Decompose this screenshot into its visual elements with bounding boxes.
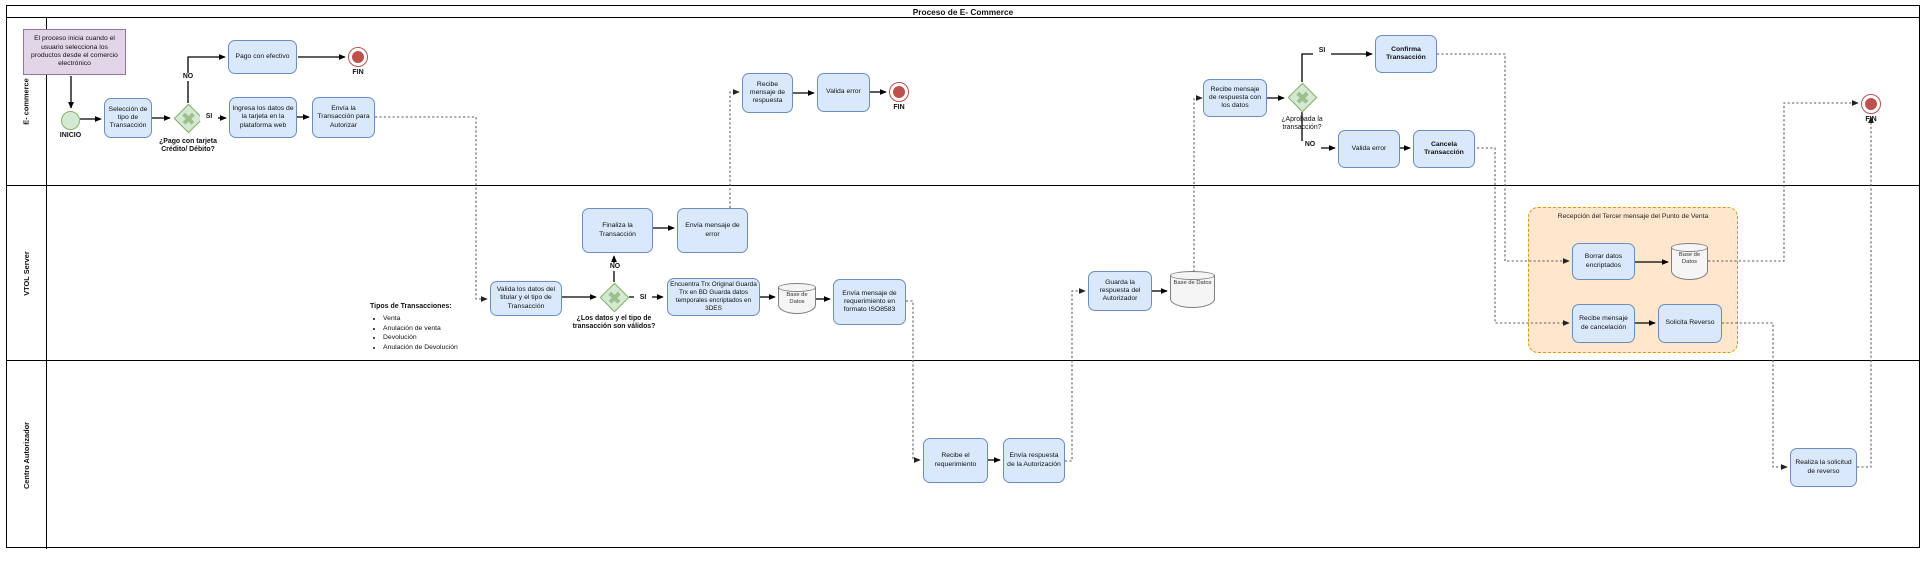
task-solicita-reverso: Solicita Reverso (1658, 304, 1722, 343)
datastore-db3-label: Base de Datos (1678, 252, 1701, 265)
database-cylinder-icon (1671, 243, 1708, 252)
edge-label-no-1: NO (177, 73, 199, 81)
tipos-list: Venta Anulación de venta Devolución Anul… (370, 314, 485, 352)
group-title: Recepción del Tercer mensaje del Punto d… (1557, 213, 1709, 220)
datastore-db2-label: Base de Datos (1173, 280, 1212, 286)
task-envia-respuesta-autorizacion: Envía respuesta de la Autorización (1003, 438, 1065, 483)
datastore-db1: Base de Datos (778, 283, 816, 314)
task-ingresa-datos: Ingresa los datos de la tarjeta en la pl… (229, 97, 297, 138)
task-recibe-respuesta: Recibe mensaje de respuesta (742, 73, 793, 113)
task-valida-error-2: Valida error (1338, 130, 1400, 168)
start-event-label: INICIO (59, 132, 82, 139)
process-pool: Proceso de E- Commerce E- commerce VTOL … (6, 5, 1920, 549)
task-confirma-transaccion: Confirma Transacción (1375, 35, 1437, 73)
task-borrar-datos: Borrar datos encriptados (1572, 243, 1635, 280)
gateway-pago-tarjeta (173, 103, 203, 133)
task-envia-mensaje-error: Envía mensaje de error (677, 208, 748, 253)
lane-vtol-server: VTOL Server (7, 186, 1919, 361)
annotation-proceso-inicia: El proceso inicia cuando el usuario sele… (23, 29, 126, 75)
task-envia-requerimiento: Envía mensaje de requerimiento en format… (833, 279, 906, 325)
end-event-label-2: FIN (893, 104, 905, 111)
gateway-aprobada-question: ¿Aprobada la transacción? (1281, 116, 1323, 132)
database-cylinder-icon (778, 283, 816, 292)
datastore-db2: Base de Datos (1170, 271, 1215, 308)
xor-gateway-icon (173, 103, 203, 133)
task-pago-efectivo: Pago con efectivo (228, 40, 297, 74)
tipos-item: Anulación de venta (383, 324, 485, 334)
datastore-db3: Base de Datos (1671, 243, 1708, 280)
task-encuentra-trx: Encuentra Trx Original Guarda Trx en BD … (667, 278, 760, 316)
task-recibe-respuesta-datos: Recibe mensaje de respuesta con los dato… (1203, 79, 1267, 117)
datastore-db1-label: Base de Datos (786, 292, 808, 305)
start-event-icon (61, 111, 80, 130)
task-finaliza-transaccion: Finaliza la Transacción (582, 208, 653, 253)
end-event-label-3: FIN (1865, 116, 1877, 123)
edge-label-si-2: SI (1313, 47, 1331, 55)
database-cylinder-icon (1170, 275, 1215, 308)
lane-label-ecommerce: E- commerce (7, 18, 47, 185)
pool-title: Proceso de E- Commerce (7, 6, 1919, 18)
task-valida-datos-titular: Valida los datos del titular y el tipo d… (490, 281, 562, 316)
task-guarda-respuesta: Guarda la respuesta del Autorizador (1088, 271, 1152, 311)
task-cancela-transaccion: Cancela Transacción (1413, 130, 1475, 168)
lane-centro-autorizador: Centro Autorizador (7, 361, 1919, 549)
tipos-item: Venta (383, 314, 485, 324)
xor-gateway-icon (599, 282, 629, 312)
task-recibe-requerimiento: Recibe el requerimiento (923, 438, 988, 483)
tipos-title: Tipos de Transacciones: (370, 303, 452, 310)
edge-label-no-3: NO (604, 263, 626, 271)
end-event-label-1: FIN (352, 69, 364, 76)
end-event-icon-1 (348, 47, 368, 67)
database-cylinder-icon (1671, 247, 1708, 280)
task-seleccion-tipo: Selección de tipo de Transacción (104, 98, 152, 138)
annotation-tipos-transacciones: Tipos de Transacciones: Venta Anulación … (370, 303, 485, 352)
task-recibe-cancelacion: Recibe mensaje de cancelación (1572, 304, 1635, 343)
lane-label-vtol-server: VTOL Server (7, 186, 47, 360)
edge-label-si-1: SI (200, 113, 218, 121)
task-envia-autorizar: Envía la Transacción para Autorizar (312, 97, 375, 138)
xor-gateway-icon (1287, 82, 1317, 112)
tipos-item: Anulación de Devolución (383, 343, 485, 353)
task-valida-error-1: Valida error (817, 73, 870, 112)
gateway-datos-validos (599, 282, 629, 312)
edge-label-si-3: SI (634, 294, 652, 302)
task-realiza-reverso: Realiza la solicitud de reverso (1790, 448, 1857, 487)
gateway-aprobada (1287, 82, 1317, 112)
lane-ecommerce: E- commerce (7, 18, 1919, 186)
gateway-pago-tarjeta-question: ¿Pago con tarjeta Crédito/ Débito? (159, 138, 217, 154)
end-event-icon-3 (1861, 94, 1881, 114)
end-event-icon-2 (889, 82, 909, 102)
database-cylinder-icon (1170, 271, 1215, 280)
edge-label-no-2: NO (1299, 141, 1321, 149)
lane-label-centro-autorizador: Centro Autorizador (7, 361, 47, 549)
tipos-item: Devolución (383, 333, 485, 343)
gateway-datos-validos-question: ¿Los datos y el tipo de transacción son … (572, 315, 656, 331)
